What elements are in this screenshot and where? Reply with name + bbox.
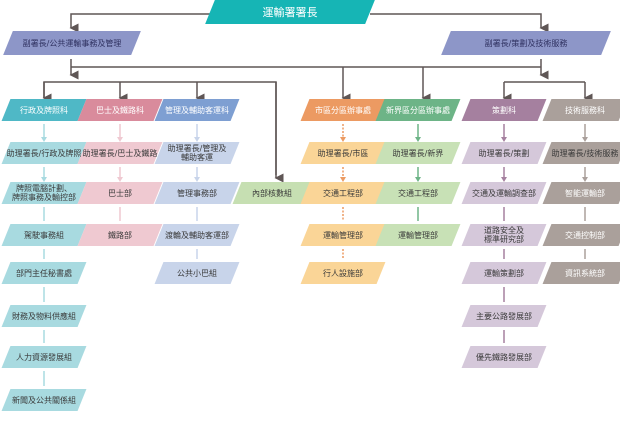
box-label: 主要公路發展部 <box>476 311 532 321</box>
box-label: 助理署長/市區 <box>317 148 369 158</box>
arrow-head-icon <box>415 177 421 182</box>
unit-box[interactable]: 駕駛事務組 <box>6 224 82 246</box>
arrow-head-icon <box>117 137 123 142</box>
box-label: 交通工程部 <box>398 188 438 198</box>
arrow-head-icon <box>41 137 47 142</box>
arrow-head-icon <box>41 177 47 182</box>
box-label: 公共小巴組 <box>177 268 217 278</box>
box-label: 運輸管理部 <box>323 230 363 240</box>
box-label: 駕駛事務組 <box>24 230 64 240</box>
unit-box[interactable]: 牌照電腦計劃、 牌照事務及輸控部 <box>6 182 82 204</box>
box-label: 管理及輔助客運科 <box>165 105 229 115</box>
box-label: 鐵路部 <box>108 230 132 240</box>
director-box[interactable]: 運輸署署長 <box>210 0 370 24</box>
box-label: 助理署長/技術服務 <box>551 148 619 158</box>
unit-box[interactable]: 交通工程部 <box>380 182 456 204</box>
box-label: 運輸管理部 <box>398 230 438 240</box>
box-label: 交通工程部 <box>323 188 363 198</box>
box-label: 行人設施部 <box>323 268 363 278</box>
arrow-head-icon <box>117 177 123 182</box>
box-label: 渡輪及輔助客運部 <box>165 230 229 240</box>
division-head-box[interactable]: 策劃科 <box>466 99 542 121</box>
assistant-director-box[interactable]: 助理署長/管理及 輔助客運 <box>159 142 235 164</box>
box-label: 巴士及鐵路科 <box>96 105 144 115</box>
unit-box[interactable]: 資訊系統部 <box>547 262 620 284</box>
box-label: 交通及運輸調查部 <box>472 188 536 198</box>
unit-box[interactable]: 運輸管理部 <box>380 224 456 246</box>
box-label: 智能運輸部 <box>565 188 605 198</box>
assistant-director-box[interactable]: 助理署長/技術服務 <box>547 142 620 164</box>
box-label: 道路安全及 標準研究部 <box>484 226 524 244</box>
unit-box[interactable]: 內部核數組 <box>237 182 307 204</box>
box-label: 優先鐵路發展部 <box>476 352 532 362</box>
arrow-head-icon <box>194 177 200 182</box>
unit-box[interactable]: 智能運輸部 <box>547 182 620 204</box>
division-head-box[interactable]: 管理及輔助客運科 <box>159 99 235 121</box>
division-head-box[interactable]: 行政及牌照科 <box>6 99 82 121</box>
box-label: 運輸策劃部 <box>484 268 524 278</box>
assistant-director-box[interactable]: 助理署長/策劃 <box>466 142 542 164</box>
unit-box[interactable]: 鐵路部 <box>82 224 158 246</box>
arrow-head-icon <box>582 137 588 142</box>
box-label: 管理事務部 <box>177 188 217 198</box>
arrow-head-icon <box>194 137 200 142</box>
box-label: 策劃科 <box>492 105 516 115</box>
box-label: 助理署長/巴士及鐵路 <box>82 148 158 158</box>
box-label: 資訊系統部 <box>565 268 605 278</box>
box-label: 新聞及公共關係組 <box>12 395 76 405</box>
unit-box[interactable]: 財務及物料供應組 <box>6 305 82 327</box>
unit-box[interactable]: 人力資源發展組 <box>6 346 82 368</box>
unit-box[interactable]: 渡輪及輔助客運部 <box>159 224 235 246</box>
unit-box[interactable]: 交通控制部 <box>547 224 620 246</box>
division-head-box[interactable]: 新界區分區辦事處 <box>380 99 456 121</box>
director-label: 運輸署署長 <box>262 5 318 19</box>
division-head-box[interactable]: 技術服務科 <box>547 99 620 121</box>
box-label: 市區分區辦事處 <box>315 105 371 115</box>
division-head-box[interactable]: 市區分區辦事處 <box>305 99 381 121</box>
unit-box[interactable]: 部門主任秘書處 <box>6 262 82 284</box>
box-label: 技術服務科 <box>565 105 605 115</box>
arrow-head-icon <box>501 177 507 182</box>
box-label: 部門主任秘書處 <box>16 268 72 278</box>
box-label: 牌照電腦計劃、 牌照事務及輸控部 <box>12 184 76 202</box>
assistant-director-box[interactable]: 助理署長/新界 <box>380 142 456 164</box>
box-label: 巴士部 <box>108 188 132 198</box>
arrow-head-icon <box>340 177 346 182</box>
box-label: 新界區分區辦事處 <box>386 105 450 115</box>
box-label: 助理署長/新界 <box>392 148 444 158</box>
division-head-box[interactable]: 巴士及鐵路科 <box>82 99 158 121</box>
unit-box[interactable]: 新聞及公共關係組 <box>6 389 82 411</box>
deputy-label: 副署長/策劃及技術服務 <box>484 38 568 48</box>
unit-box[interactable]: 運輸管理部 <box>305 224 381 246</box>
deputy-box-public-transport[interactable]: 副署長/公共運輸事務及管理 <box>8 31 136 55</box>
arrow-head-icon <box>501 137 507 142</box>
box-label: 助理署長/管理及 輔助客運 <box>167 144 227 162</box>
box-label: 行政及牌照科 <box>20 105 68 115</box>
arrow-head-icon <box>415 137 421 142</box>
assistant-director-box[interactable]: 助理署長/行政及牌照 <box>6 142 82 164</box>
deputy-box-planning[interactable]: 副署長/策劃及技術服務 <box>446 31 606 55</box>
unit-box[interactable]: 交通工程部 <box>305 182 381 204</box>
unit-box[interactable]: 管理事務部 <box>159 182 235 204</box>
deputy-label: 副署長/公共運輸事務及管理 <box>22 38 122 48</box>
unit-box[interactable]: 交通及運輸調查部 <box>466 182 542 204</box>
box-label: 助理署長/策劃 <box>478 148 530 158</box>
box-label: 內部核數組 <box>252 188 292 198</box>
arrow-head-icon <box>340 137 346 142</box>
box-label: 交通控制部 <box>565 230 605 240</box>
unit-box[interactable]: 運輸策劃部 <box>466 262 542 284</box>
unit-box[interactable]: 優先鐵路發展部 <box>466 346 542 368</box>
unit-box[interactable]: 行人設施部 <box>305 262 381 284</box>
assistant-director-box[interactable]: 助理署長/市區 <box>305 142 381 164</box>
unit-box[interactable]: 巴士部 <box>82 182 158 204</box>
arrow-head-icon <box>582 177 588 182</box>
unit-box[interactable]: 道路安全及 標準研究部 <box>466 224 542 246</box>
assistant-director-box[interactable]: 助理署長/巴士及鐵路 <box>82 142 158 164</box>
box-label: 人力資源發展組 <box>16 352 72 362</box>
box-label: 財務及物料供應組 <box>12 311 76 321</box>
unit-box[interactable]: 主要公路發展部 <box>466 305 542 327</box>
unit-box[interactable]: 公共小巴組 <box>159 262 235 284</box>
box-label: 助理署長/行政及牌照 <box>6 148 82 158</box>
